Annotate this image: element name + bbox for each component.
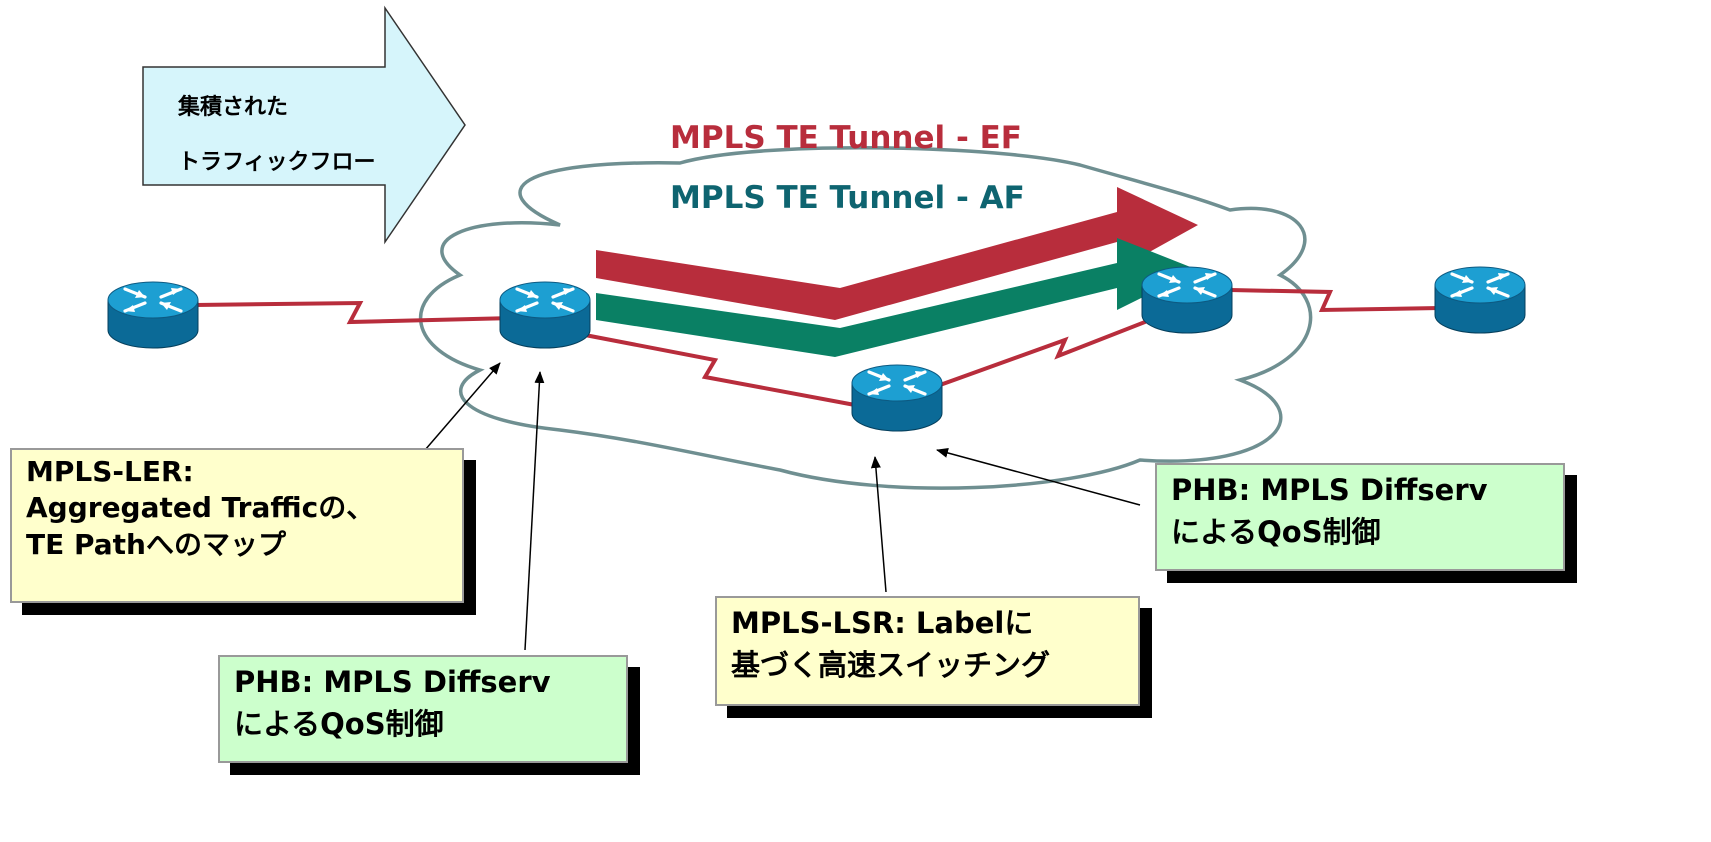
callout-phb-right-line2: によるQoS制御	[1171, 515, 1381, 550]
tunnel-ef-label: MPLS TE Tunnel - EF	[670, 120, 1022, 156]
leader-ler	[424, 362, 501, 451]
callout-ler-line2: Aggregated Trafficの、	[26, 491, 375, 525]
router-lsr	[850, 363, 944, 433]
callout-ler-line3: TE Pathへのマップ	[26, 527, 286, 561]
tunnel-af-arrow	[596, 238, 1198, 357]
link-r1-r2	[194, 300, 516, 325]
callout-phb-left: PHB: MPLS Diffserv によるQoS制御	[218, 655, 628, 763]
leader-phb-right	[936, 448, 1141, 506]
callout-lsr-line1: MPLS-LSR: Labelに	[731, 606, 1034, 640]
callout-phb-right-line1: PHB: MPLS Diffserv	[1171, 473, 1488, 507]
callout-phb-left-line1: PHB: MPLS Diffserv	[234, 665, 551, 699]
flow-label-line2: トラフィックフロー	[178, 150, 376, 175]
leader-phb-left	[524, 371, 545, 651]
flow-label-line1: 集積された	[178, 95, 289, 120]
link-r4-r5	[1229, 288, 1441, 313]
callout-lsr-line2: 基づく高速スイッチング	[731, 648, 1051, 683]
network-links	[194, 288, 1441, 407]
tunnel-af-label: MPLS TE Tunnel - AF	[670, 180, 1025, 216]
link-r2-r3	[584, 333, 856, 407]
callout-phb-left-line2: によるQoS制御	[234, 707, 444, 742]
link-r3-r4	[939, 318, 1151, 387]
router-5	[1433, 265, 1527, 335]
tunnel-ef-arrow	[596, 187, 1198, 320]
callout-phb-right: PHB: MPLS Diffserv によるQoS制御	[1155, 463, 1565, 571]
router-egress	[1140, 265, 1234, 335]
router-1	[106, 280, 200, 350]
router-ler	[498, 280, 592, 350]
leader-lsr	[870, 456, 887, 593]
callout-ler: MPLS-LER: Aggregated Trafficの、 TE Pathへの…	[10, 448, 464, 603]
callout-ler-line1: MPLS-LER:	[26, 455, 194, 488]
traffic-flow-arrow	[142, 5, 466, 245]
callout-lsr: MPLS-LSR: Labelに 基づく高速スイッチング	[715, 596, 1140, 706]
flow-label: 集積された トラフィックフロー	[178, 80, 376, 190]
